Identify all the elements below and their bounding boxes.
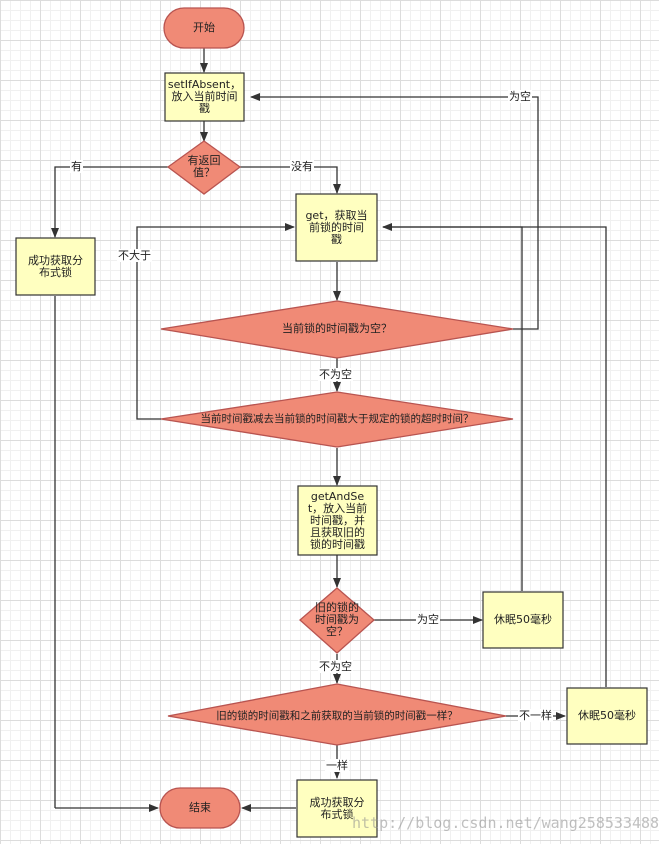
current-empty-label: 当前锁的时间戳为空？ [282,322,392,335]
watermark-text: http://blog.csdn.net/wang258533488 [352,814,659,832]
get-and-set-node [297,485,378,556]
edge-label-none: 没有 [290,160,314,173]
get-current-label: get，获取当前锁的时间戳 [305,208,368,246]
sleep-node-2 [566,687,648,745]
edge-label-has: 有 [70,160,83,173]
edge-label-same: 一样 [325,759,349,772]
edge-is-empty-loop [250,93,539,330]
set-if-absent-node [164,72,245,122]
same-check-decision [167,683,507,746]
edge-label-not-greater: 不大于 [117,249,152,262]
edge-label-not-empty-1: 不为空 [318,368,353,381]
old-empty-decision [299,587,375,654]
edge-label-not-empty-2: 不为空 [318,660,353,673]
get-and-set-label: getAndSet，放入当前时间戳，并且获取旧的锁的时间戳 [307,489,368,551]
edge-none [240,166,341,194]
old-empty-label: 旧的锁的时间戳为空？ [315,601,359,638]
end-label: 结束 [189,801,211,814]
sleep-2-label: 休眠50毫秒 [578,709,636,722]
edge-sleep2-loop [383,226,607,687]
edge-label-not-same: 不一样 [518,709,553,722]
edge-has [51,166,168,238]
edge-label-is-empty-mid: 为空 [416,613,440,626]
lock-success-left-label: 成功获取分布式锁 [28,253,83,279]
has-return-decision [166,140,242,195]
start-label: 开始 [193,21,215,34]
sleep-node-1 [482,591,564,649]
current-empty-decision [160,300,514,359]
lock-success-left-node [15,237,96,296]
timeout-check-label: 当前时间戳减去当前锁的时间戳大于规定的锁的超时时间？ [200,413,474,425]
has-return-label: 有返回值？ [187,154,221,179]
timeout-check-decision [160,391,514,448]
sleep-1-label: 休眠50毫秒 [494,613,552,626]
lock-success-bottom-node [296,779,378,838]
end-node [159,787,241,829]
edge-not-greater-loop [136,223,295,420]
start-node [163,7,245,49]
same-check-label: 旧的锁的时间戳和之前获取的当前锁的时间戳一样？ [216,710,458,722]
set-if-absent-label: setIfAbsent，放入当前时间戳 [167,78,242,115]
get-current-node [295,193,378,262]
edge-label-is-empty-top: 为空 [508,90,532,103]
lock-success-bottom-label: 成功获取分布式锁 [309,795,365,821]
